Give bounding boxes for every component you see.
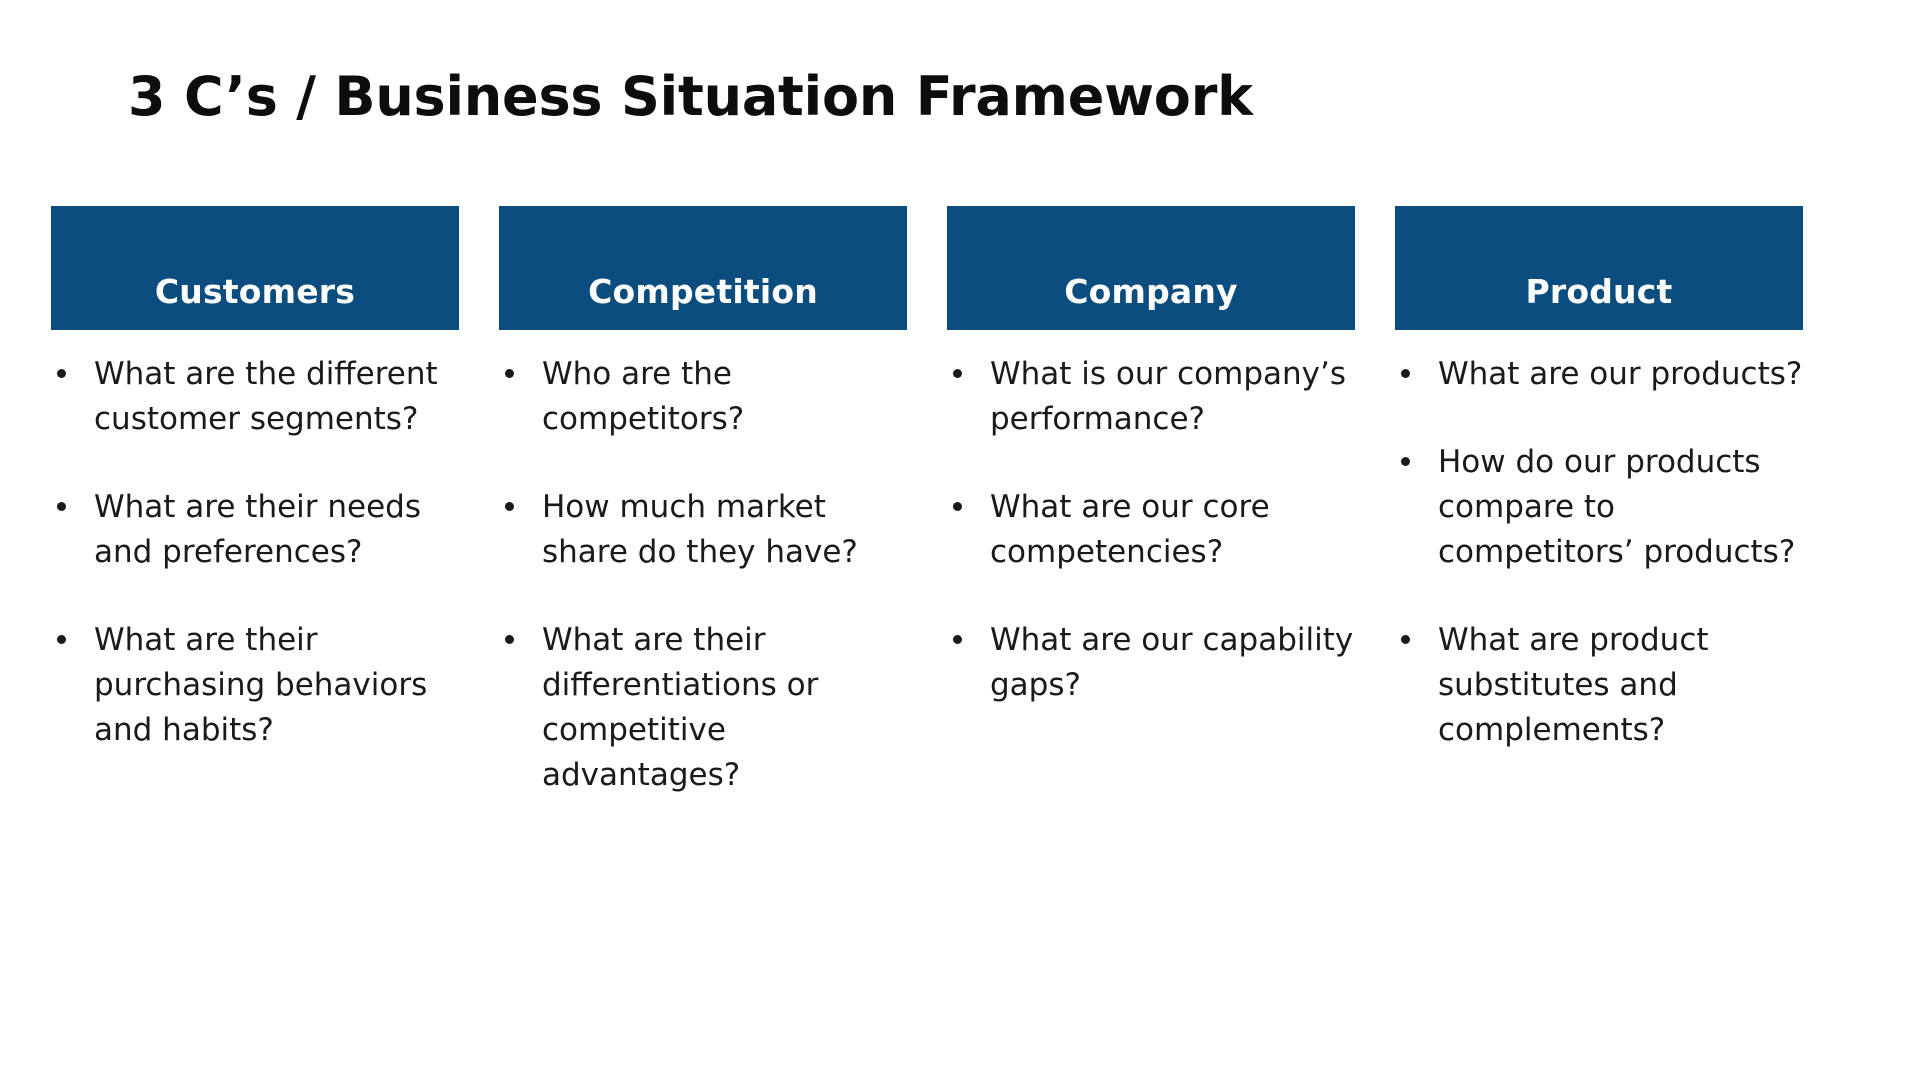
framework-columns: Customers What are the different custome… [51,206,1822,1026]
column-body-customers: What are the different customer segments… [51,330,459,753]
column-header-customers: Customers [51,206,459,330]
bullet-dot-icon [1401,456,1410,466]
list-item: What are product substitutes and complem… [1395,618,1803,753]
column-header-label: Product [1525,272,1673,311]
bullet-list: What is our company’s performance? What … [947,352,1355,708]
bullet-dot-icon [1401,369,1410,378]
column-product: Product What are our products? How do ou… [1395,206,1803,753]
bullet-text: What are their needs and preferences? [94,488,421,570]
bullet-dot-icon [505,369,514,378]
list-item: What are their needs and preferences? [51,485,459,575]
list-item: Who are the competitors? [499,352,907,442]
bullet-list: What are the different customer segments… [51,352,459,753]
bullet-dot-icon [1401,634,1410,644]
column-body-company: What is our company’s performance? What … [947,330,1355,708]
column-body-product: What are our products? How do our produc… [1395,330,1803,753]
bullet-dot-icon [953,369,962,378]
bullet-dot-icon [57,634,66,644]
column-header-label: Competition [588,272,818,311]
bullet-dot-icon [505,634,514,644]
list-item: How do our products compare to competito… [1395,440,1803,575]
column-header-label: Customers [154,272,356,311]
bullet-text: How do our products compare to competito… [1438,443,1796,570]
bullet-text: What are our core competencies? [990,488,1270,570]
column-header-competition: Competition [499,206,907,330]
column-header-product: Product [1395,206,1803,330]
list-item: What are their purchasing behaviors and … [51,618,459,753]
bullet-text: Who are the competitors? [542,356,745,437]
list-item: What are our capability gaps? [947,618,1355,708]
column-body-competition: Who are the competitors? How much market… [499,330,907,798]
column-competition: Competition Who are the competitors? How… [499,206,907,798]
list-item: What are their differentiations or compe… [499,618,907,798]
column-customers: Customers What are the different custome… [51,206,459,753]
bullet-dot-icon [57,369,66,378]
list-item: What are our core competencies? [947,485,1355,575]
bullet-text: What are our capability gaps? [990,621,1354,703]
bullet-text: What are our products? [1438,356,1803,392]
bullet-text: What are product substitutes and complem… [1438,621,1709,748]
bullet-dot-icon [505,501,514,511]
list-item: What are the different customer segments… [51,352,459,442]
bullet-dot-icon [953,501,962,511]
column-company: Company What is our company’s performanc… [947,206,1355,708]
list-item: What are our products? [1395,352,1803,397]
bullet-dot-icon [953,634,962,644]
bullet-text: What are the different customer segments… [94,356,438,437]
bullet-text: What are their differentiations or compe… [542,621,819,793]
bullet-list: Who are the competitors? How much market… [499,352,907,798]
bullet-text: What are their purchasing behaviors and … [94,621,428,748]
page-title: 3 C’s / Business Situation Framework [128,65,1253,128]
column-header-company: Company [947,206,1355,330]
bullet-dot-icon [57,501,66,511]
column-header-label: Company [1064,272,1238,311]
bullet-list: What are our products? How do our produc… [1395,352,1803,753]
bullet-text: How much market share do they have? [542,488,858,570]
list-item: How much market share do they have? [499,485,907,575]
list-item: What is our company’s performance? [947,352,1355,442]
bullet-text: What is our company’s performance? [990,356,1347,437]
